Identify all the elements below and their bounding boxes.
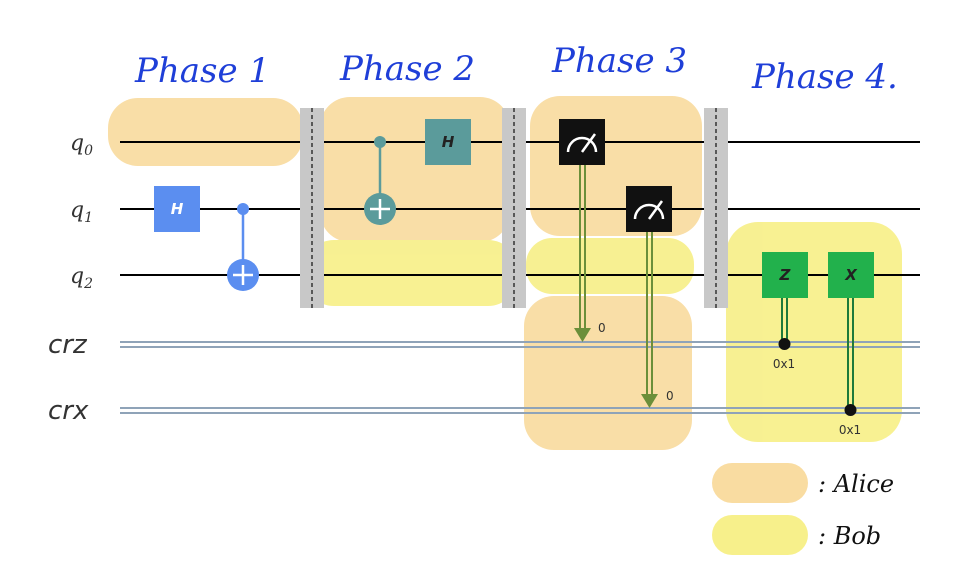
legend-label-bob: : Bob [818, 522, 881, 550]
legend-label-alice: : Alice [818, 470, 894, 498]
classical-label-crx: crx [48, 396, 89, 426]
svg-text:H: H [171, 200, 184, 218]
barriers [300, 108, 728, 308]
qubit-label-q0: q0 [70, 131, 93, 159]
svg-text:0: 0 [598, 321, 606, 335]
svg-text:H: H [442, 133, 455, 151]
classical-label-crz: crz [48, 330, 88, 360]
meter-icon [566, 136, 598, 153]
cnot-control-dot [237, 203, 249, 215]
alice-region-phase1 [108, 98, 303, 166]
phase-3-label: Phase 3 [551, 41, 687, 81]
bob-region-phase2 [304, 240, 518, 306]
cnot-gate-phase1 [227, 203, 259, 291]
legend: : Alice : Bob [712, 463, 894, 555]
bob-region-phase3 [526, 238, 694, 294]
legend-swatch-bob [712, 515, 808, 555]
svg-text:X: X [844, 266, 858, 284]
barrier-1 [300, 108, 324, 308]
cnot-gate-phase2 [364, 136, 396, 225]
hadamard-gate-phase2: H [425, 119, 471, 165]
conditional-z-gate: Z 0x1 [762, 252, 808, 371]
barrier-2 [502, 108, 526, 308]
phase-4-label: Phase 4. [751, 57, 898, 97]
qubit-label-q2: q2 [70, 264, 93, 292]
svg-text:0x1: 0x1 [773, 357, 795, 371]
meter-icon [633, 203, 665, 220]
barrier-3 [704, 108, 728, 308]
cnot-control-dot [374, 136, 386, 148]
svg-text:0: 0 [666, 389, 674, 403]
phase-2-label: Phase 2 [339, 49, 475, 89]
alice-region-phase3-qubits [530, 96, 702, 236]
phase-1-label: Phase 1 [134, 51, 270, 91]
measure-gate-q0: 0 [559, 119, 606, 342]
svg-text:0x1: 0x1 [839, 423, 861, 437]
qubit-label-q1: q1 [70, 198, 93, 226]
alice-region-phase2 [320, 97, 510, 242]
alice-region-phase3-classical [524, 296, 692, 450]
measure-gate-q1: 0 [626, 186, 674, 408]
svg-text:Z: Z [779, 266, 792, 284]
conditional-x-gate: X 0x1 [828, 252, 874, 437]
hadamard-gate-phase1: H [154, 186, 200, 232]
legend-swatch-alice [712, 463, 808, 503]
